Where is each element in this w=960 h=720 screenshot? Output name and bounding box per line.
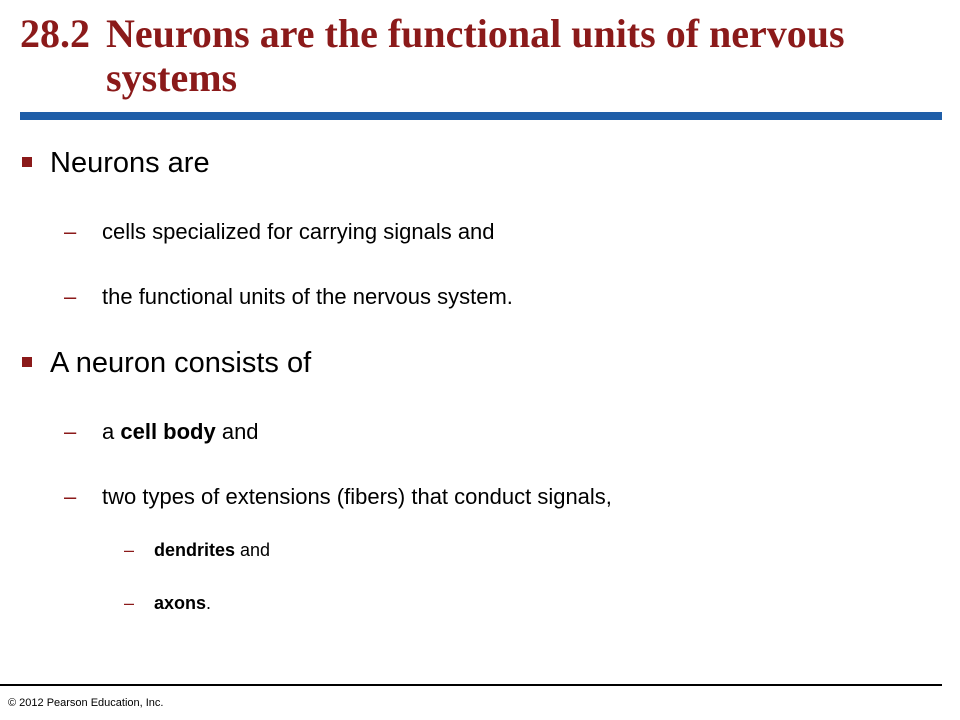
subsubbullet-axons: – axons. <box>124 592 211 614</box>
square-bullet-icon <box>22 157 32 167</box>
dash-icon: – <box>124 593 135 613</box>
bullet-neuron-consists: A neuron consists of <box>22 346 311 380</box>
dash-icon: – <box>124 540 135 560</box>
subbullet-two-types: – two types of extensions (fibers) that … <box>64 484 612 510</box>
text-suffix: and <box>215 419 259 444</box>
subbullet-text: two types of extensions (fibers) that co… <box>102 484 612 509</box>
dash-icon: – <box>64 484 77 509</box>
subbullet-text: a cell body and <box>64 419 259 444</box>
title-underline <box>20 112 942 120</box>
section-number: 28.2 <box>20 11 90 56</box>
subbullet-functional-units: – the functional units of the nervous sy… <box>64 284 513 310</box>
dash-icon: – <box>64 219 77 244</box>
square-bullet-icon <box>22 357 32 367</box>
bullet-text: Neurons are <box>50 147 210 179</box>
term-axons: axons <box>154 593 207 613</box>
subsubbullet-text: axons. <box>124 593 211 613</box>
bullet-neurons-are: Neurons are <box>22 146 210 180</box>
term-cell-body: cell body <box>120 419 216 444</box>
footer-divider <box>0 684 942 686</box>
subbullet-text: the functional units of the nervous syst… <box>102 284 513 309</box>
bullet-text: A neuron consists of <box>50 347 312 379</box>
term-dendrites: dendrites <box>154 540 236 560</box>
text-suffix: . <box>206 593 212 613</box>
subsubbullet-text: dendrites and <box>124 540 270 560</box>
title-text: Neurons are the functional units of nerv… <box>106 11 845 100</box>
subbullet-text: cells specialized for carrying signals a… <box>102 219 495 244</box>
text-suffix: and <box>235 540 271 560</box>
subsubbullet-dendrites: – dendrites and <box>124 539 270 561</box>
copyright-notice: © 2012 Pearson Education, Inc. <box>8 697 164 709</box>
slide-title: 28.2 Neurons are the functional units of… <box>20 12 940 100</box>
dash-icon: – <box>64 284 77 309</box>
subbullet-cells-specialized: – cells specialized for carrying signals… <box>64 219 495 245</box>
subbullet-cell-body: – a cell body and <box>64 419 259 445</box>
text-prefix: a <box>102 419 121 444</box>
dash-icon: – <box>64 419 77 444</box>
